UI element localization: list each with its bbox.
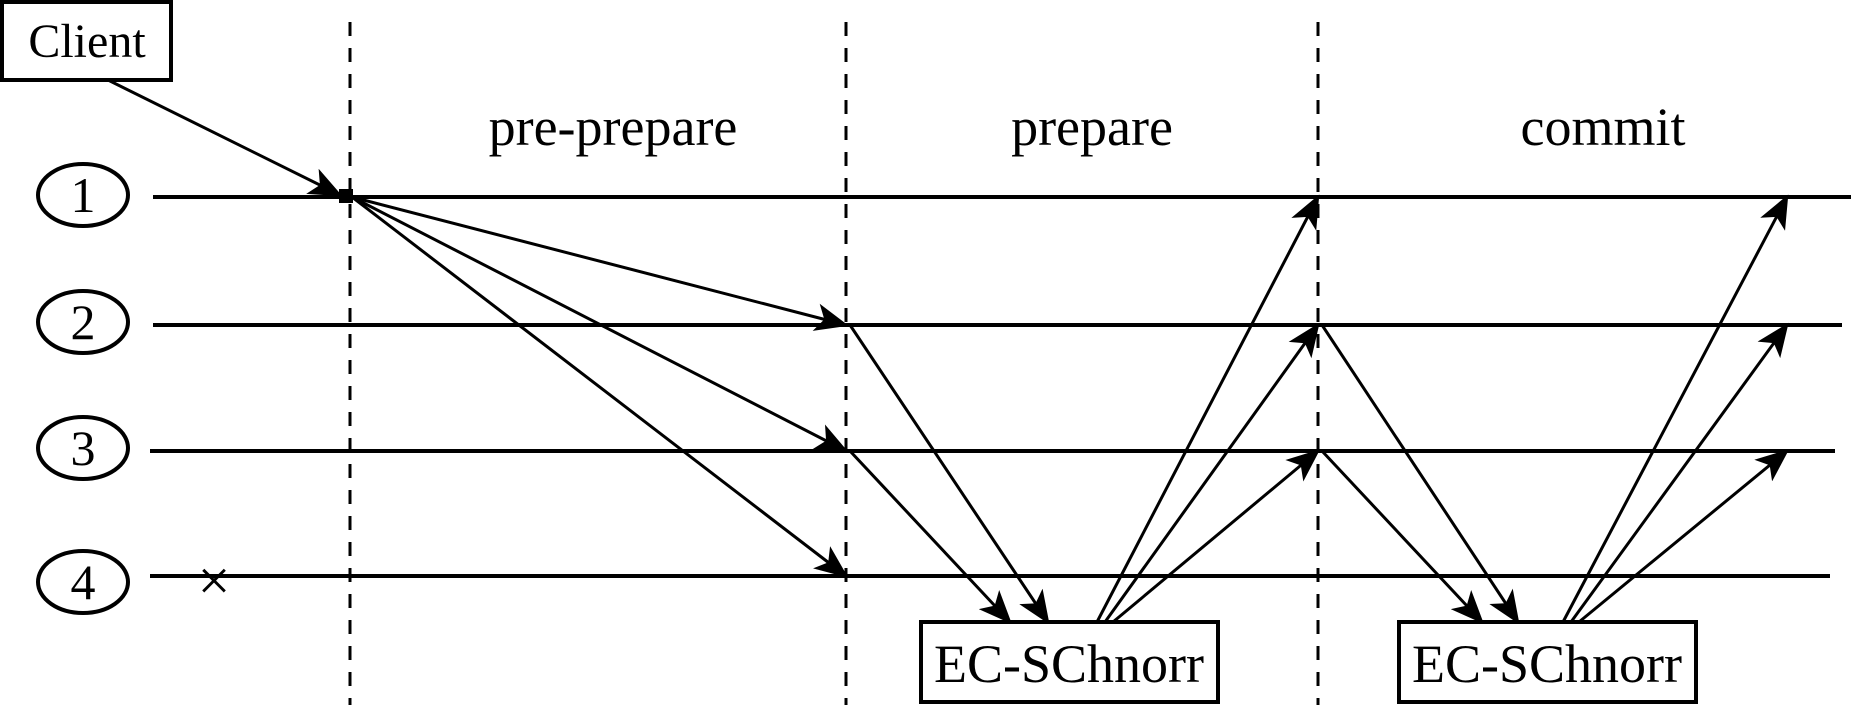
node-label-2: 2 — [71, 294, 96, 350]
commit-arrow-3-to-aggregator — [1320, 449, 1484, 625]
node-label-1: 1 — [71, 167, 96, 223]
phase-label-prepare: prepare — [1011, 97, 1173, 157]
node-2: 2 — [36, 289, 130, 355]
node-label-3: 3 — [71, 420, 96, 476]
prepare-arrow-2-to-aggregator — [848, 324, 1050, 625]
aggregator-label-prepare: EC-SChnorr — [934, 634, 1204, 694]
node-4: 4 — [36, 549, 130, 615]
commit-arrow-2-to-aggregator — [1320, 324, 1520, 625]
aggregator-box-prepare: EC-SChnorr — [919, 620, 1220, 704]
client-request-arrow — [107, 78, 343, 197]
node-3: 3 — [36, 415, 130, 481]
commit-arrow-aggregator-to-1 — [1561, 194, 1789, 623]
aggregator-box-commit: EC-SChnorr — [1397, 620, 1698, 704]
aggregator-label-commit: EC-SChnorr — [1412, 634, 1682, 694]
preprepare-arrow-to-2 — [351, 195, 849, 331]
preprepare-arrow-to-4 — [351, 195, 849, 578]
commit-arrow-aggregator-to-2 — [1569, 322, 1789, 623]
prepare-arrow-3-to-aggregator — [848, 449, 1012, 625]
node-1: 1 — [36, 162, 130, 228]
failure-cross-icon: × — [198, 548, 231, 613]
preprepare-arrow-to-3 — [351, 195, 849, 453]
client-box: Client — [0, 0, 173, 82]
prepare-arrow-aggregator-to-3 — [1112, 449, 1321, 624]
primary-start-marker — [339, 189, 353, 203]
commit-arrow-aggregator-to-3 — [1578, 449, 1790, 624]
client-label: Client — [28, 15, 146, 68]
prepare-arrow-aggregator-to-1 — [1095, 194, 1320, 623]
phase-label-commit: commit — [1521, 97, 1686, 157]
phase-label-pre-prepare: pre-prepare — [489, 97, 738, 157]
node-label-4: 4 — [71, 554, 96, 610]
prepare-arrow-aggregator-to-2 — [1103, 322, 1320, 623]
